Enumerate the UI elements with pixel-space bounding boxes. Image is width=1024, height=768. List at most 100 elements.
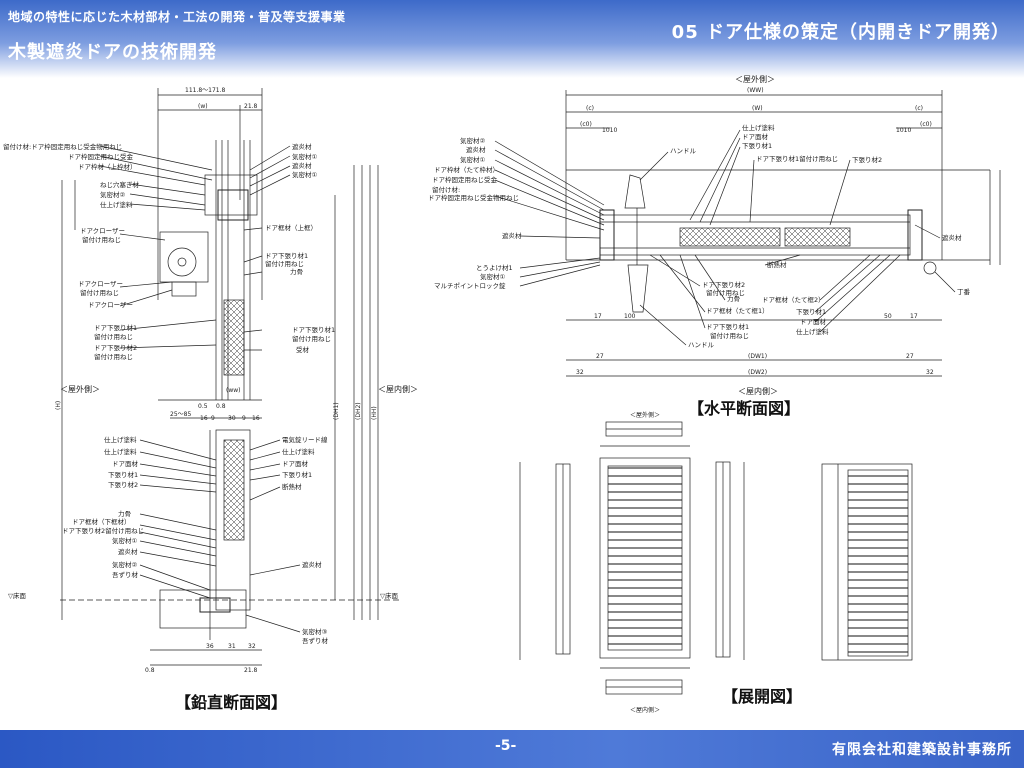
- hs-label: 遮炎材: [942, 233, 962, 242]
- vs-label: 吾ずり材: [302, 636, 329, 645]
- vs-label: 気密材①: [292, 170, 318, 179]
- vs-label: ドア下張り材1: [265, 251, 308, 260]
- hs-label: 遮炎材: [502, 231, 522, 240]
- vs-dim: 16: [252, 415, 260, 422]
- vs-dim: 9: [211, 415, 215, 422]
- horizontal-section-drawing: [494, 90, 1001, 377]
- hs-dim: 27: [596, 353, 604, 360]
- vs-label: ドア枠固定用ねじ受金: [68, 152, 134, 161]
- vs-dim: 0.8: [216, 403, 226, 410]
- hs-dim: (DW2): [748, 369, 767, 376]
- vs-label: 留付け用ねじ: [82, 235, 121, 244]
- vs-label: 遮炎材: [292, 161, 312, 170]
- vs-dim: 36: [206, 643, 214, 650]
- vs-dim: 25～85: [170, 411, 191, 418]
- vs-label: 力骨: [290, 267, 303, 276]
- vs-label: 気密材②: [100, 190, 126, 199]
- vs-label: ねじ穴塞ぎ材: [100, 180, 140, 189]
- vs-label: 仕上げ塗料: [282, 447, 315, 456]
- vs-dim: 31: [228, 643, 236, 650]
- hs-dim: (c): [915, 105, 923, 112]
- hs-label: 気密材①: [460, 155, 486, 164]
- section-title: 05 ドア仕様の策定（内開きドア開発）: [671, 22, 1010, 43]
- vs-label: ドア下張り材1: [94, 323, 137, 332]
- hs-dim: 27: [906, 353, 914, 360]
- vs-label: 仕上げ塗料: [104, 447, 137, 456]
- vs-dim: (ww): [226, 387, 241, 394]
- el-inside-label: ＜屋内側＞: [630, 706, 660, 714]
- hs-dim: 100: [624, 313, 636, 320]
- vs-label: ドアクローザー: [78, 280, 123, 288]
- vs-label: 留付け用ねじ: [94, 352, 133, 361]
- vs-label: 断熱材: [282, 482, 302, 491]
- vs-label: 遮炎材: [292, 142, 312, 151]
- hs-label: 留付け用ねじ: [710, 331, 749, 340]
- hs-label: ドア面材: [800, 317, 827, 326]
- hs-label: ドア枠固定用ねじ受金物用ねじ: [428, 193, 519, 202]
- vs-label: ドア下張り材1: [292, 325, 335, 334]
- vs-label: 下張り材2: [108, 480, 138, 489]
- vs-dim: 21.8: [244, 667, 258, 674]
- hs-label: ドア下張り材1留付け用ねじ: [756, 154, 838, 163]
- hs-dim: 17: [910, 313, 918, 320]
- hs-label: とうよけ材1: [476, 263, 513, 272]
- hs-label: 仕上げ塗料: [742, 123, 775, 132]
- vs-label: 気密材③: [302, 627, 328, 636]
- vs-label: ドア枠材（上枠材）: [78, 162, 137, 171]
- vs-floor-right: ▽床面: [380, 591, 398, 600]
- hs-label: 下張り材1: [742, 141, 772, 150]
- hs-outside-label: ＜屋外側＞: [735, 74, 775, 84]
- hs-dim: 17: [594, 313, 602, 320]
- hs-label: 留付け材:: [432, 185, 460, 194]
- vs-label: 力骨: [118, 509, 131, 518]
- footer-bar: -5- 有限会社和建築設計事務所: [0, 730, 1024, 768]
- hs-dim: 32: [926, 369, 934, 376]
- project-subtitle: 地域の特性に応じた木材部材・工法の開発・普及等支援事業: [8, 10, 346, 24]
- vs-label: 仕上げ塗料: [100, 200, 133, 209]
- horizontal-section-caption: 【水平断面図】: [688, 399, 800, 418]
- vs-label: 下張り材1: [282, 470, 312, 479]
- header-bar: 地域の特性に応じた木材部材・工法の開発・普及等支援事業 木製遮炎ドアの技術開発 …: [0, 0, 1024, 78]
- vs-label: 遮炎材: [302, 560, 322, 569]
- vs-label: 留付け材:ドア枠固定用ねじ受金物用ねじ: [3, 142, 122, 151]
- hs-label: ドア框材（たて框2）: [762, 295, 825, 304]
- vs-label: ドアクローザー: [80, 227, 125, 235]
- vs-inside-label: ＜屋内側＞: [378, 384, 418, 394]
- vs-label: ドア框材（下框材）: [72, 517, 131, 526]
- vs-label: ドア面材: [282, 459, 309, 468]
- elevation-caption: 【展開図】: [722, 687, 802, 706]
- vs-dim: 32: [248, 643, 256, 650]
- hs-label: 下張り材1: [796, 307, 826, 316]
- vs-dim: 0.5: [198, 403, 208, 410]
- hs-label: 断熱材: [767, 260, 787, 269]
- hs-label: ドア下張り材1: [706, 322, 749, 331]
- vs-label: 気密材②: [112, 560, 138, 569]
- hs-label: ドア枠材（たて枠材）: [434, 165, 499, 174]
- page-title: 木製遮炎ドアの技術開発: [8, 42, 217, 63]
- hs-label: 気密材①: [480, 272, 506, 281]
- hs-label: ハンドル: [670, 147, 697, 155]
- hs-label: 遮炎材: [466, 145, 486, 154]
- vs-label: 電気錠リード線: [282, 435, 328, 444]
- vertical-section-caption: 【鉛直断面図】: [175, 693, 287, 712]
- el-outside-label: ＜屋外側＞: [630, 411, 660, 419]
- hs-dim: (W): [752, 105, 763, 112]
- hs-label: 留付け用ねじ: [706, 288, 745, 297]
- vs-label: ドア下張り材2留付け用ねじ: [62, 526, 144, 535]
- hs-label: 仕上げ塗料: [796, 327, 829, 336]
- vs-label: ドアクローザー: [88, 301, 133, 309]
- vs-dim: 0.8: [145, 667, 155, 674]
- hs-label: ドア枠固定用ねじ受金: [432, 175, 498, 184]
- vs-dim: 30: [228, 415, 236, 422]
- vs-dim: (H): [55, 401, 62, 410]
- vs-label: 留付け用ねじ: [80, 288, 119, 297]
- vs-outside-label: ＜屋外側＞: [60, 384, 100, 394]
- vs-label: ドア框材（上框）: [265, 223, 317, 232]
- hs-label: 力骨: [727, 294, 740, 303]
- vs-dim-218: 21.8: [244, 103, 258, 110]
- hs-label: ドア框材（たて框1）: [706, 306, 769, 315]
- vertical-section-drawing: [60, 88, 400, 666]
- vs-dim: 9: [242, 415, 246, 422]
- vs-dim-top-range: 111.8～171.8: [185, 87, 226, 94]
- vs-label: 気密材①: [112, 536, 138, 545]
